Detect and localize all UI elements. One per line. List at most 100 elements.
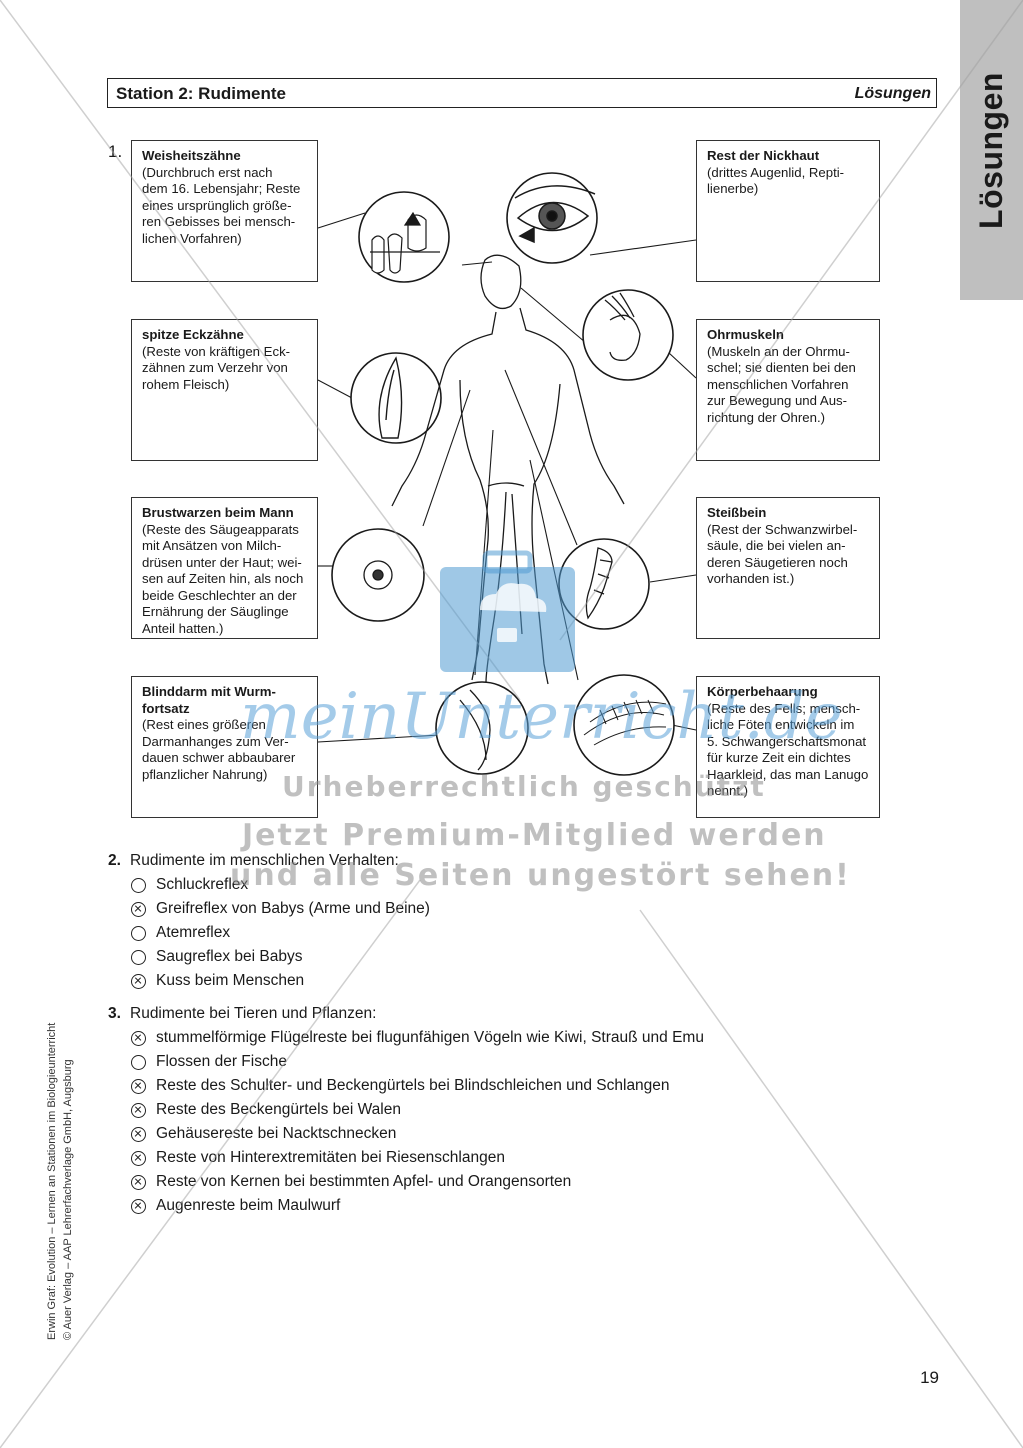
box-line: mit Ansätzen von Milch- (142, 538, 282, 553)
box-body-hair: Körperbehaarung (Reste des Fells; mensch… (696, 676, 880, 818)
box-line: liche Föten entwickeln im (707, 717, 855, 732)
box-title: Ohrmuskeln (707, 327, 784, 342)
radio-checked-icon[interactable] (131, 1102, 146, 1118)
q3-option[interactable]: Flossen der Fische (131, 1053, 287, 1071)
box-line: Ernährung der Säuglinge (142, 604, 289, 619)
box-line: lienerbe) (707, 181, 759, 196)
box-nictitating-membrane: Rest der Nickhaut (drittes Augenlid, Rep… (696, 140, 880, 282)
box-nipples: Brustwarzen beim Mann (Reste des Säugeap… (131, 497, 318, 639)
radio-checked-icon[interactable] (131, 1030, 146, 1046)
box-line: lichen Vorfahren) (142, 230, 242, 246)
q3-option[interactable]: Reste des Schulter- und Beckengürtels be… (131, 1077, 670, 1095)
q3-option[interactable]: Augenreste beim Maulwurf (131, 1197, 340, 1215)
option-label: Gehäusereste bei Nacktschnecken (156, 1125, 397, 1142)
box-line: fortsatz (142, 700, 190, 716)
q3-option[interactable]: Gehäusereste bei Nacktschnecken (131, 1125, 396, 1143)
watermark-line-2: Jetzt Premium-Mitglied werden (242, 818, 827, 853)
option-label: Reste von Kernen bei bestimmten Apfel- u… (156, 1173, 572, 1190)
box-canine-teeth: spitze Eckzähne (Reste von kräftigen Eck… (131, 319, 318, 461)
box-line: Haarkleid, das man Lanugo (707, 766, 869, 782)
option-label: Augenreste beim Maulwurf (156, 1197, 341, 1214)
page-number: 19 (920, 1368, 939, 1387)
box-line: rohem Fleisch) (142, 376, 230, 392)
watermark-line-3: und alle Seiten ungestört sehen! (230, 858, 851, 893)
box-line: dem 16. Lebensjahr; Reste (142, 181, 301, 196)
box-line: drüsen unter der Haut; wei- (142, 554, 302, 570)
question-1-number: 1. (108, 142, 123, 161)
box-line: säule, die bei vielen an- (707, 538, 846, 553)
box-line: (Durchbruch erst nach (142, 164, 273, 180)
option-label: Kuss beim Menschen (156, 972, 305, 989)
box-line: (Reste des Säugeapparats (142, 521, 299, 537)
q2-option[interactable]: Atemreflex (131, 924, 230, 942)
radio-empty-icon[interactable] (131, 925, 146, 941)
box-wisdom-teeth: Weisheitszähne (Durchbruch erst nach dem… (131, 140, 318, 282)
watermark-logo: meinUnterricht.de (240, 680, 843, 754)
box-title: Körperbehaarung (707, 684, 818, 699)
box-line: deren Säugetieren noch (707, 554, 848, 570)
radio-empty-icon[interactable] (131, 949, 146, 965)
option-label: Greifreflex von Babys (Arme und Beine) (156, 900, 430, 917)
box-line: pflanzlicher Nahrung) (142, 766, 268, 782)
box-line: (drittes Augenlid, Repti- (707, 164, 845, 180)
box-line: (Reste des Fells; mensch- (707, 700, 861, 716)
box-line: ren Gebisses bei mensch- (142, 214, 296, 229)
box-line: beide Geschlechter an der (142, 587, 297, 603)
q3-option[interactable]: stummelförmige Flügelreste bei flugunfäh… (131, 1029, 704, 1047)
box-line: Darmanhanges zum Ver- (142, 733, 289, 749)
option-label: Flossen der Fische (156, 1053, 287, 1070)
body-hair-icon (583, 699, 667, 746)
question-3: 3.Rudimente bei Tieren und Pflanzen: (108, 1005, 376, 1023)
credit-line-2: © Auer Verlag – AAP Lehrerfachverlage Gm… (62, 1059, 74, 1340)
radio-empty-icon[interactable] (131, 1054, 146, 1070)
box-line: (Rest der Schwanzwirbel- (707, 521, 858, 537)
box-line: 5. Schwangerschaftsmonat (707, 733, 867, 749)
box-line: vorhanden ist.) (707, 571, 795, 586)
option-label: Atemreflex (156, 924, 231, 941)
question-text: Rudimente bei Tieren und Pflanzen: (130, 1005, 377, 1022)
option-label: Reste des Beckengürtels bei Walen (156, 1101, 401, 1118)
option-label: stummelförmige Flügelreste bei flugunfäh… (156, 1029, 704, 1046)
box-title: spitze Eckzähne (142, 327, 244, 342)
option-label: Saugreflex bei Babys (156, 948, 303, 965)
option-label: Reste des Schulter- und Beckengürtels be… (156, 1077, 670, 1094)
radio-checked-icon[interactable] (131, 1198, 146, 1214)
appendix-icon (459, 689, 491, 771)
q3-option[interactable]: Reste von Hinterextremitäten bei Riesens… (131, 1149, 505, 1167)
credit-line-1: Erwin Graf: Evolution – Lernen an Statio… (46, 1022, 58, 1340)
question-number: 2. (108, 852, 121, 869)
box-line: (Muskeln an der Ohrmu- (707, 343, 850, 359)
box-coccyx: Steißbein (Rest der Schwanzwirbel- säule… (696, 497, 880, 639)
box-line: für kurze Zeit ein dichtes (707, 750, 851, 765)
box-line: nennt.) (707, 783, 749, 798)
radio-empty-icon[interactable] (131, 877, 146, 893)
nipple-icon (363, 560, 393, 590)
question-2: 2. Rudimente im menschlichen Verhalten: (108, 852, 399, 870)
radio-checked-icon[interactable] (131, 1150, 146, 1166)
box-title: Steißbein (707, 505, 767, 520)
q2-option[interactable]: Kuss beim Menschen (131, 972, 304, 990)
question-text: Rudimente im menschlichen Verhalten: (130, 852, 399, 869)
box-line: zur Bewegung und Aus- (707, 393, 848, 408)
box-line: Anteil hatten.) (142, 620, 224, 636)
q2-option[interactable]: Greifreflex von Babys (Arme und Beine) (131, 900, 430, 918)
q2-option[interactable]: Saugreflex bei Babys (131, 948, 302, 966)
box-title: Weisheitszähne (142, 148, 241, 163)
box-title: Brustwarzen beim Mann (142, 505, 294, 520)
radio-checked-icon[interactable] (131, 1078, 146, 1094)
box-line: (Reste von kräftigen Eck- (142, 343, 291, 359)
option-label: Reste von Hinterextremitäten bei Riesens… (156, 1149, 505, 1166)
box-title: Rest der Nickhaut (707, 148, 820, 163)
radio-checked-icon[interactable] (131, 901, 146, 917)
box-line: dauen schwer abbaubarer (142, 750, 296, 765)
radio-checked-icon[interactable] (131, 973, 146, 989)
box-line: (Rest eines größeren (142, 717, 266, 732)
box-line: schel; sie dienten bei den (707, 360, 856, 375)
radio-checked-icon[interactable] (131, 1126, 146, 1142)
q3-option[interactable]: Reste des Beckengürtels bei Walen (131, 1101, 401, 1119)
box-ear-muscles: Ohrmuskeln (Muskeln an der Ohrmu- schel;… (696, 319, 880, 461)
q3-option[interactable]: Reste von Kernen bei bestimmten Apfel- u… (131, 1173, 571, 1191)
box-line: richtung der Ohren.) (707, 409, 826, 425)
watermark-line-1: Urheberrechtlich geschützt (282, 770, 766, 803)
radio-checked-icon[interactable] (131, 1174, 146, 1190)
